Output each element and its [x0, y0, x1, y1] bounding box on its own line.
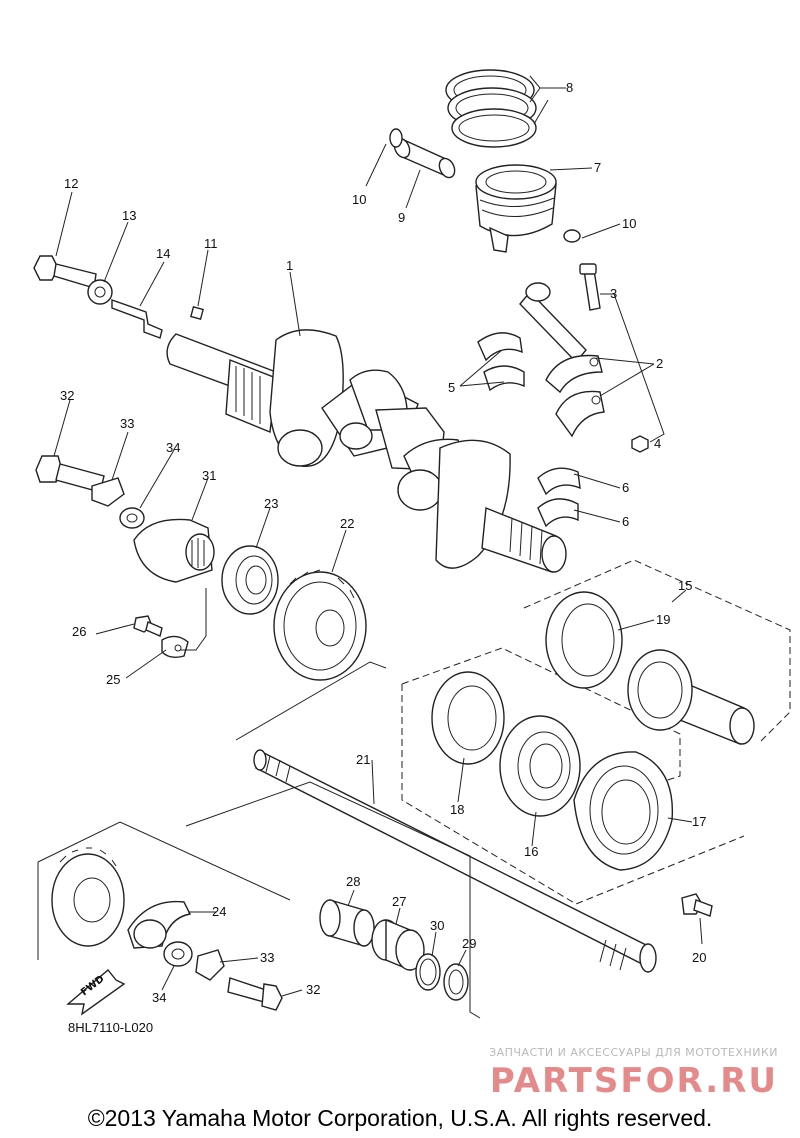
- callout-1: 1: [286, 258, 293, 273]
- callout-14: 14: [156, 246, 170, 261]
- weight-24: [127, 900, 192, 949]
- balancer-weight-31: [133, 518, 215, 583]
- callout-7: 7: [594, 160, 601, 175]
- shaft-21: [253, 749, 657, 973]
- callout-31: 31: [202, 468, 216, 483]
- gear-bottom: [51, 847, 125, 947]
- callout-10a: 10: [352, 192, 366, 207]
- callout-18: 18: [450, 802, 464, 817]
- callout-17: 17: [692, 814, 706, 829]
- collar-28: [319, 899, 375, 947]
- callout-4: 4: [654, 436, 661, 451]
- callout-16: 16: [524, 844, 538, 859]
- callout-33b: 33: [260, 950, 274, 965]
- callout-3: 3: [610, 286, 617, 301]
- callout-30: 30: [430, 918, 444, 933]
- copyright-text: ©2013 Yamaha Motor Corporation, U.S.A. A…: [88, 1105, 713, 1131]
- gear-22: [273, 569, 367, 681]
- bearing-upper: [477, 332, 525, 392]
- watermark: ЗАПЧАСТИ И АКСЕССУАРЫ ДЛЯ МОТОТЕХНИКИ PA…: [489, 1046, 778, 1101]
- callout-34b: 34: [152, 990, 166, 1005]
- callout-34a: 34: [166, 440, 180, 455]
- washer-13: [87, 279, 113, 305]
- washer-34-bottom: [163, 941, 193, 967]
- callout-20: 20: [692, 950, 706, 965]
- piston-rings: [445, 69, 537, 148]
- callout-32b: 32: [306, 982, 320, 997]
- callout-27: 27: [392, 894, 406, 909]
- callout-12: 12: [64, 176, 78, 191]
- drawing-code: 8HL7110-L020: [68, 1020, 153, 1035]
- piston: [475, 164, 557, 253]
- callout-28: 28: [346, 874, 360, 889]
- callout-26: 26: [72, 624, 86, 639]
- callout-25: 25: [106, 672, 120, 687]
- plate-25: [161, 635, 189, 659]
- bolt-32-top: [35, 455, 105, 493]
- shaft-21-frame: [185, 661, 481, 1019]
- callout-22: 22: [340, 516, 354, 531]
- seal-18: [431, 671, 505, 765]
- callout-6b: 6: [622, 514, 629, 529]
- callout-32a: 32: [60, 388, 74, 403]
- callout-21: 21: [356, 752, 370, 767]
- washer-29: [443, 963, 469, 1001]
- callout-29: 29: [462, 936, 476, 951]
- crankshaft: [166, 306, 567, 573]
- callout-6a: 6: [622, 480, 629, 495]
- washer-34-top: [119, 507, 145, 529]
- connecting-rod: [519, 282, 605, 438]
- shaft-gear: [627, 649, 755, 745]
- fwd-arrow-icon: FWD: [66, 968, 126, 1016]
- callout-15: 15: [678, 578, 692, 593]
- callout-2: 2: [656, 356, 663, 371]
- housing-17: [573, 751, 674, 871]
- callout-24: 24: [212, 904, 226, 919]
- bolt-20: [681, 893, 713, 917]
- bearing-23: [221, 545, 279, 615]
- circlip-30: [415, 953, 441, 991]
- callout-23: 23: [264, 496, 278, 511]
- conrod-nut: [631, 435, 649, 453]
- callout-5: 5: [448, 380, 455, 395]
- bolt-32-bottom: [227, 977, 283, 1011]
- watermark-logo: PARTSFOR.RU: [490, 1061, 778, 1101]
- seal-19: [545, 591, 623, 689]
- lock-washer-33-bottom: [195, 949, 225, 981]
- conrod-bolt: [579, 263, 601, 311]
- piston-pin: [393, 137, 456, 179]
- callout-8: 8: [566, 80, 573, 95]
- callout-9: 9: [398, 210, 405, 225]
- callout-10b: 10: [622, 216, 636, 231]
- lock-washer-33-top: [91, 477, 125, 507]
- callout-13: 13: [122, 208, 136, 223]
- bearing-main: [537, 467, 581, 528]
- key-14: [111, 299, 163, 339]
- piston-pin-clips: [389, 128, 581, 243]
- bottom-frame: [37, 821, 291, 960]
- watermark-caption: ЗАПЧАСТИ И АКСЕССУАРЫ ДЛЯ МОТОТЕХНИКИ: [489, 1046, 778, 1059]
- bolt-12: [33, 255, 97, 289]
- callout-33a: 33: [120, 416, 134, 431]
- screw-26: [133, 615, 163, 637]
- needle-bearing-27: [371, 918, 425, 972]
- callout-11: 11: [204, 236, 218, 251]
- callout-19: 19: [656, 612, 670, 627]
- callout-labels: 8 7 10 9 10 12 13 14 11 1 3 2 5 4 6 6 32…: [60, 80, 706, 1005]
- leader-lines: [53, 75, 703, 997]
- bearing-16: [499, 715, 581, 817]
